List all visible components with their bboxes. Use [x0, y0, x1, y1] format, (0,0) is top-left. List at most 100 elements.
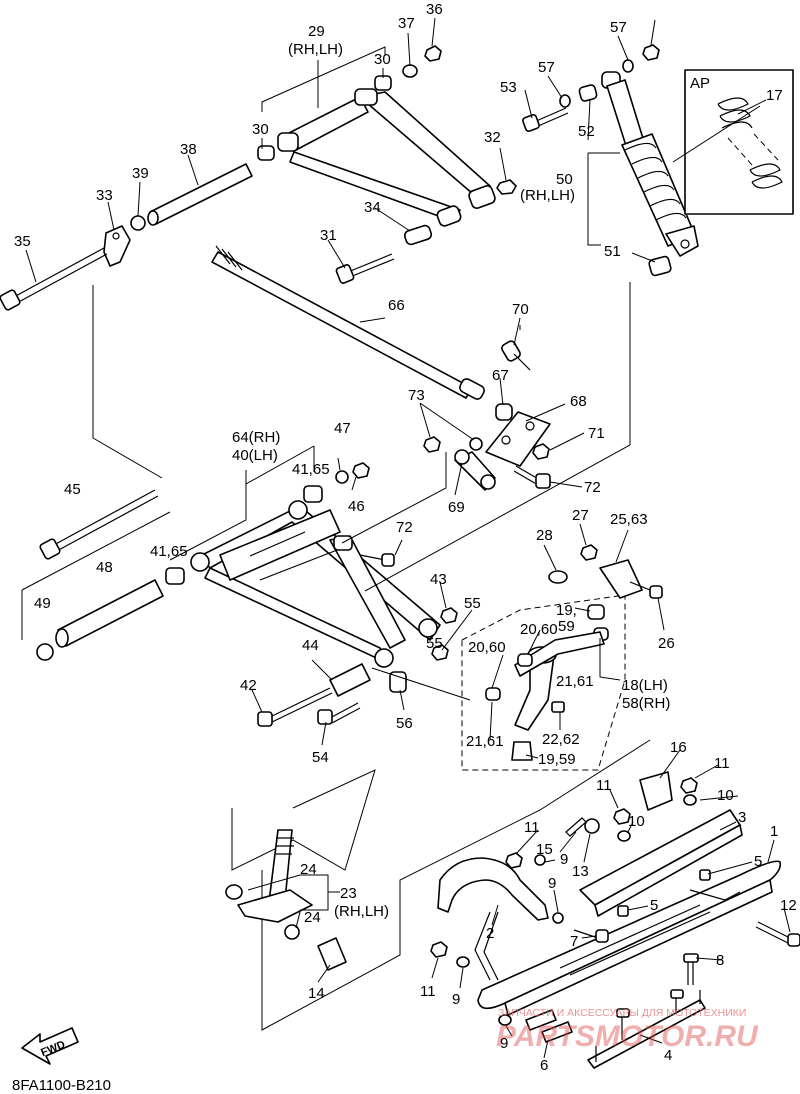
callout: 9: [500, 1035, 508, 1052]
callout: 45: [64, 481, 81, 498]
callout: 21,61: [466, 733, 504, 750]
callout: 16: [670, 739, 687, 756]
diagram-code: 8FA1100-B210: [12, 1077, 111, 1094]
callout: 23: [340, 885, 357, 902]
shaft-group-left: [0, 163, 253, 311]
lower-a-arm: [165, 462, 458, 668]
leader-lines: [21, 17, 767, 1031]
callout: 11: [596, 777, 612, 794]
callout: 9: [560, 851, 568, 868]
callout: 39: [132, 165, 149, 182]
callout: 28: [536, 527, 553, 544]
callout: 4: [664, 1047, 672, 1064]
shaft-48: [36, 579, 164, 661]
callout: 17: [766, 87, 783, 104]
callout: 32: [484, 129, 501, 146]
callout: 71: [588, 425, 605, 442]
callout: 11: [420, 983, 436, 1000]
callout: 57: [610, 19, 627, 36]
callout: 29: [308, 23, 325, 40]
callout: 14: [308, 985, 325, 1002]
shock-absorber: [522, 44, 699, 277]
callout: 6: [540, 1057, 548, 1074]
lower-pivot-hardware: [257, 663, 407, 727]
tie-rod: [211, 245, 485, 400]
callout: 59: [558, 618, 575, 635]
callout: 5: [650, 897, 658, 914]
callout: 5: [754, 853, 762, 870]
watermark-line1: ЗАПЧАСТИ И АКСЕССУАРЫ ДЛЯ МОТОТЕХНИКИ: [498, 1007, 746, 1019]
callout: 68: [570, 393, 587, 410]
callout: 9: [452, 991, 460, 1008]
ski-spindle: [225, 829, 347, 983]
ski-leader-lines: [431, 749, 791, 1059]
callout: 19,59: [538, 751, 576, 768]
callout: 33: [96, 187, 113, 204]
callout: 25,63: [610, 511, 648, 528]
callout: 34: [364, 199, 381, 216]
callout: 44: [302, 637, 319, 654]
callout: 20,60: [468, 639, 506, 656]
watermark: ЗАПЧАСТИ И АКСЕССУАРЫ ДЛЯ МОТОТЕХНИКИ PA…: [496, 1007, 759, 1053]
callout: 38: [180, 141, 197, 158]
callout: 48: [96, 559, 113, 576]
detail-box-ap: [684, 69, 794, 215]
callout: (RH,LH): [334, 903, 389, 920]
callout: 1: [770, 823, 778, 840]
watermark-line2: PARTSMOTOR.RU: [496, 1020, 759, 1053]
callout: 69: [448, 499, 465, 516]
callout: 35: [14, 233, 31, 250]
fwd-arrow-icon: FWD: [21, 1027, 79, 1065]
callout-labels: 1 2 3 4 5 5 6 7 8 9 9 9 9 10 10 11 11 11…: [14, 1, 797, 1074]
upper-a-arm: [257, 45, 517, 284]
bolt-45: [39, 489, 159, 560]
callout: 70: [512, 301, 529, 318]
callout: 24: [300, 861, 317, 878]
linkage-group: [423, 340, 551, 491]
callout: 43: [430, 571, 447, 588]
callout: 30: [252, 121, 269, 138]
callout: 55: [426, 635, 443, 652]
callout: 9: [548, 875, 556, 892]
callout: 12: [780, 897, 797, 914]
callout: 50: [556, 171, 573, 188]
callout: 56: [396, 715, 413, 732]
callout: (RH,LH): [520, 187, 575, 204]
callout: 52: [578, 123, 595, 140]
callout: 46: [348, 498, 365, 515]
callout: 11: [524, 819, 540, 836]
callout: 36: [426, 1, 443, 18]
callout: 72: [396, 519, 413, 536]
callout: 11: [714, 755, 730, 772]
callout: 42: [240, 677, 257, 694]
callout: 31: [320, 227, 337, 244]
callout: 22,62: [542, 731, 580, 748]
callout: 37: [398, 15, 415, 32]
callout: 21,61: [556, 673, 594, 690]
detail-box-label: AP: [690, 75, 710, 92]
callout: 27: [572, 507, 589, 524]
callout: 47: [334, 420, 351, 437]
callout: 73: [408, 387, 425, 404]
callout: 41,65: [292, 461, 330, 478]
callout: 40(LH): [232, 447, 278, 464]
callout: 10: [717, 787, 734, 804]
callout: 8: [716, 952, 724, 969]
callout: (RH,LH): [288, 41, 343, 58]
callout: 51: [604, 243, 621, 260]
callout: 66: [388, 297, 405, 314]
callout: 41,65: [150, 543, 188, 560]
callout: 3: [738, 809, 746, 826]
callout: 24: [304, 909, 321, 926]
callout: 20,60: [520, 621, 558, 638]
callout: 58(RH): [622, 695, 670, 712]
ski-assembly: [430, 771, 800, 1069]
callout: 53: [500, 79, 517, 96]
callout: 72: [584, 479, 601, 496]
callout: 57: [538, 59, 555, 76]
callout: 64(RH): [232, 429, 280, 446]
callout: 10: [628, 813, 645, 830]
callout: 54: [312, 749, 329, 766]
callout: 67: [492, 367, 509, 384]
